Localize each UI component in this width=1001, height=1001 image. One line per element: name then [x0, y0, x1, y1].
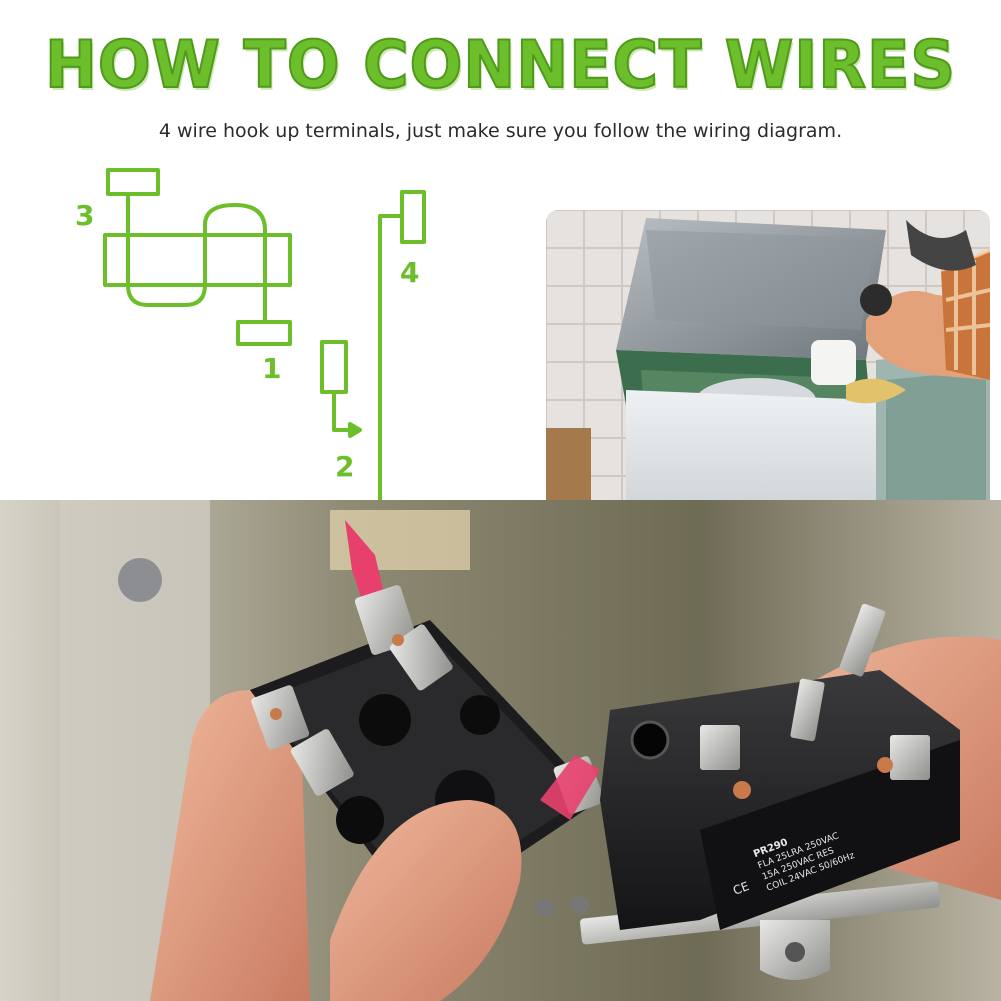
relay-side-face: [700, 740, 960, 930]
terminal-label-3: 3: [75, 199, 94, 232]
terminal-3-block: [106, 168, 160, 196]
wire-bundle: [846, 378, 906, 404]
furnace-front-panel: [626, 390, 876, 536]
arrow-icon: [348, 422, 362, 438]
relay-product-photo: CE PR290 FLA 25LRA 250VAC 15A 250VAC RES…: [0, 500, 1001, 1001]
plaid-sleeve: [941, 250, 990, 380]
label-ce-mark: CE: [731, 879, 751, 898]
pliers-icon: [906, 220, 976, 271]
relay-top-view: [600, 670, 960, 930]
relay-body-outline: [103, 233, 292, 287]
furnace-install-photo: [546, 210, 990, 536]
terminal-1-block: [236, 320, 292, 346]
mounting-post: [359, 694, 411, 746]
meter-probe: [860, 284, 892, 316]
coil-wire: [126, 192, 267, 324]
page-subtitle: 4 wire hook up terminals, just make sure…: [158, 120, 843, 142]
terminal-4-block: [400, 190, 426, 244]
terminal-4-wire: [378, 214, 404, 502]
finger: [330, 800, 522, 1001]
wiring-diagram: 1 2 3 4: [75, 168, 426, 502]
page-title: HOW TO CONNECT WIRES: [44, 25, 957, 104]
relay-terminal-spade: [700, 725, 740, 770]
mounting-hole: [630, 720, 670, 760]
terminal-label-1: 1: [262, 352, 281, 385]
terminal-label-4: 4: [400, 256, 419, 289]
terminal-2-block: [320, 340, 348, 394]
terminal-label-2: 2: [335, 450, 354, 483]
left-hand: [150, 690, 310, 1001]
